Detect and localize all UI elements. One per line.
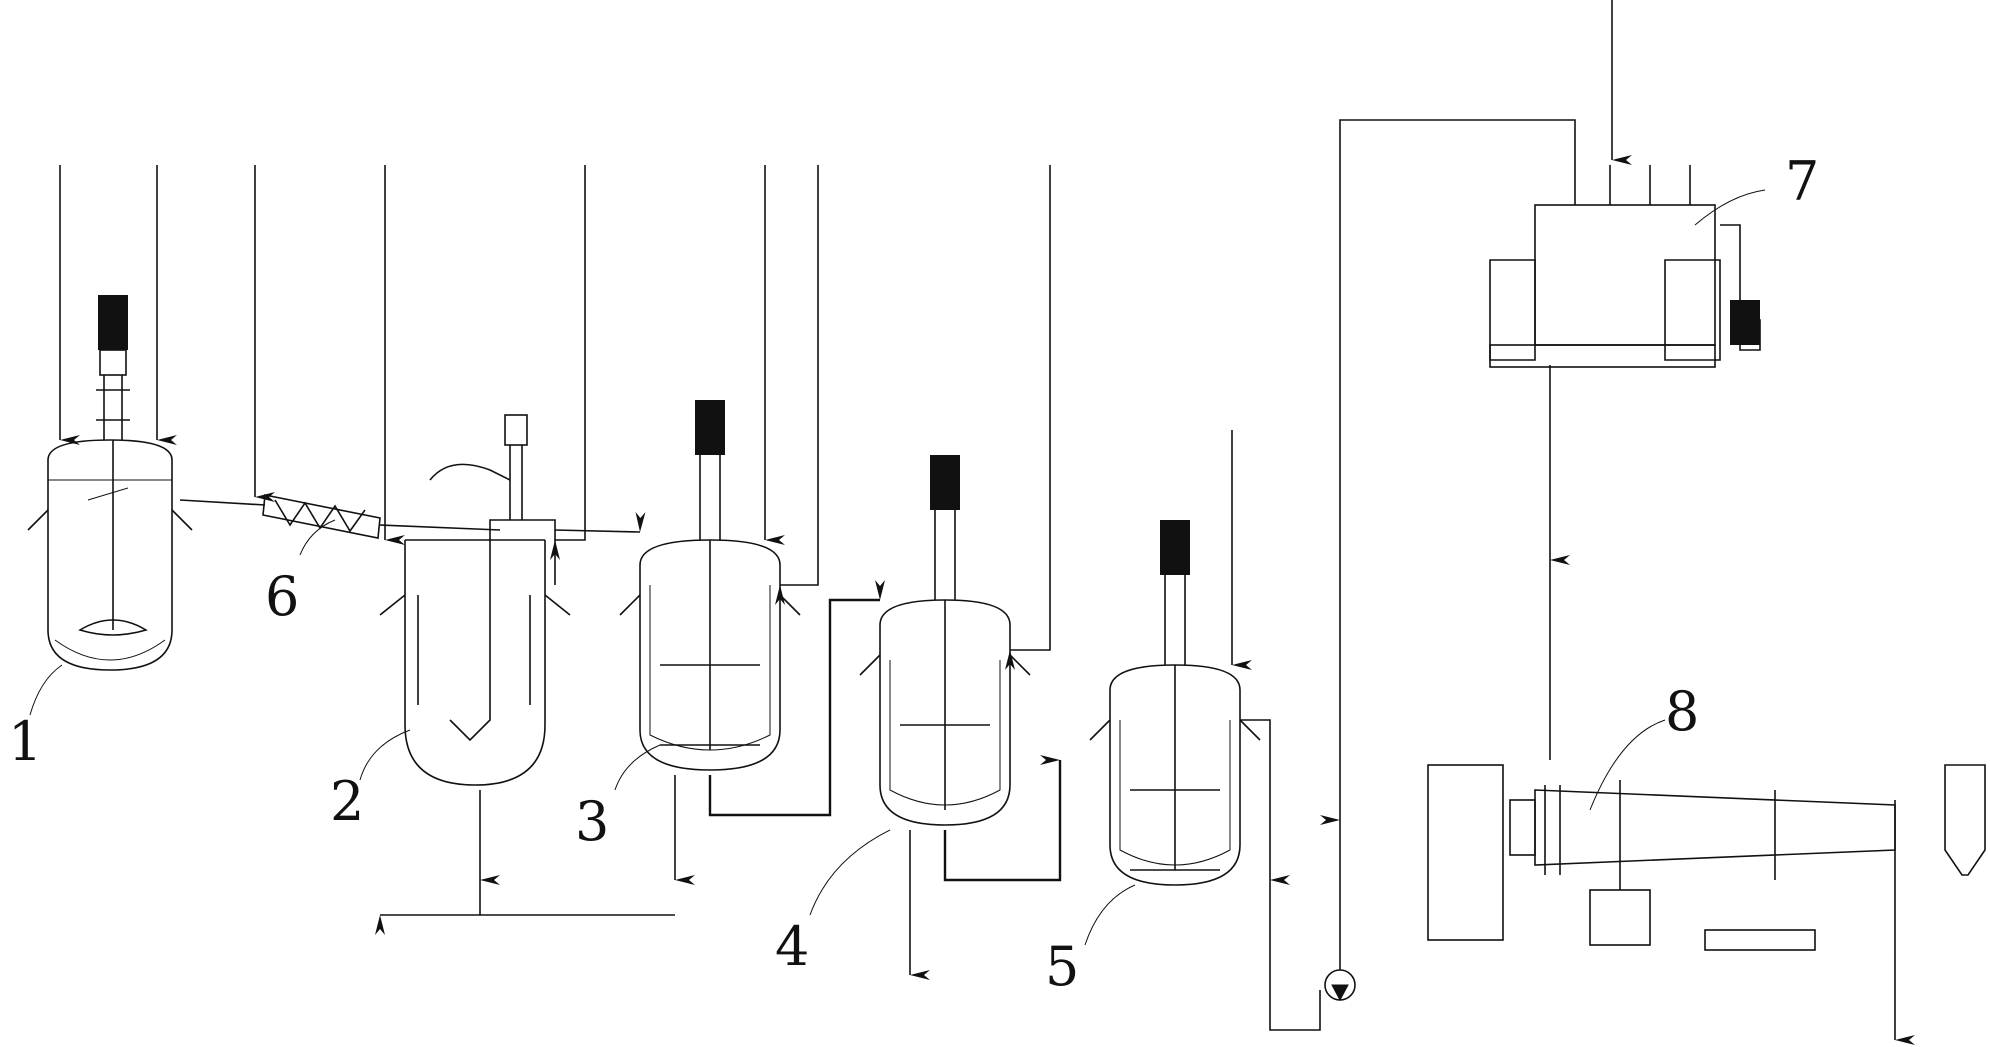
pipe-pump-to-7	[1339, 119, 1576, 820]
feed-line-3a	[550, 165, 586, 560]
reactor-2	[379, 414, 571, 786]
reactor-1	[27, 295, 193, 671]
pipe-2-to-3	[554, 511, 646, 533]
rotary-dryer-8	[1427, 764, 1986, 955]
label-2: 2	[330, 770, 364, 833]
label-8: 8	[1665, 680, 1699, 743]
centrifuge-7	[1489, 165, 1761, 368]
label-7: 7	[1785, 150, 1819, 213]
label-5: 5	[1045, 935, 1079, 998]
pipe-5-to-pump	[1269, 880, 1321, 1031]
screw-conveyor-6	[254, 165, 501, 539]
reactor-5	[1089, 520, 1261, 886]
pipe-4-to-5	[943, 755, 1062, 882]
label-6: 6	[265, 565, 299, 628]
feed-line-3c	[775, 165, 819, 605]
reactor-3	[619, 400, 801, 771]
label-4: 4	[775, 915, 809, 978]
pipe-1-to-6	[179, 499, 266, 506]
pipe-3-to-4	[708, 580, 885, 817]
pump	[1324, 969, 1356, 1002]
label-1: 1	[8, 710, 42, 773]
reactor-4	[859, 455, 1031, 826]
label-3: 3	[575, 790, 609, 853]
outlet-5	[1240, 719, 1290, 885]
feed-line-4	[1005, 165, 1051, 670]
